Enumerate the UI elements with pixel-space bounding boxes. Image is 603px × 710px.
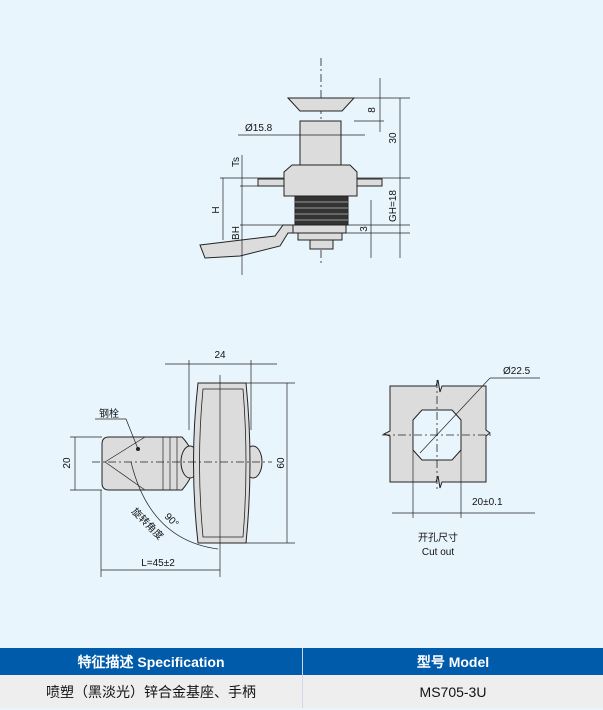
table-header: 特征描述 Specification 型号 Model: [0, 648, 603, 675]
table-row: 喷塑（黑淡光）锌合金基座、手柄 MS705-3U: [0, 675, 603, 708]
dim-3: 3: [359, 226, 370, 232]
label-bolt: 钢栓: [99, 407, 119, 420]
header-specification: 特征描述 Specification: [0, 648, 303, 675]
technical-drawing: 8 30 GH=18 3 Ø15.8 Ts H BH 24 60 20 L=45…: [62, 58, 540, 577]
dim-bolt: 20: [62, 457, 73, 469]
dim-ts: Ts: [231, 157, 242, 167]
dim-diameter: Ø15.8: [245, 123, 273, 134]
front-view: 24 60 20 L=45±2 钢栓 90° 旋转角度: [62, 350, 295, 577]
spec-table: 特征描述 Specification 型号 Model 喷塑（黑淡光）锌合金基座…: [0, 648, 603, 708]
cell-specification: 喷塑（黑淡光）锌合金基座、手柄: [0, 675, 303, 708]
dim-width: 24: [214, 350, 226, 361]
dim-gh: GH=18: [388, 190, 399, 222]
header-model: 型号 Model: [416, 653, 490, 670]
cell-model: MS705-3U: [419, 683, 487, 700]
dim-length: L=45±2: [141, 558, 175, 569]
angle-label: 90°: [162, 511, 180, 529]
cutout-label-cn: 开孔尺寸: [418, 531, 458, 544]
side-view: 8 30 GH=18 3 Ø15.8 Ts H BH: [199, 58, 410, 275]
cutout-view: Ø22.5 20±0.1 开孔尺寸 Cut out: [382, 366, 540, 558]
dim-width: 20±0.1: [472, 497, 503, 508]
dim-total-height: 30: [388, 132, 399, 144]
dim-cap-height: 8: [367, 107, 378, 113]
dim-h: H: [211, 206, 222, 213]
label-rotation: 旋转角度: [129, 505, 166, 542]
dim-height: 60: [276, 457, 287, 469]
dim-diameter: Ø22.5: [503, 366, 531, 377]
cutout-label-en: Cut out: [422, 547, 454, 558]
dim-bh: BH: [231, 226, 242, 240]
